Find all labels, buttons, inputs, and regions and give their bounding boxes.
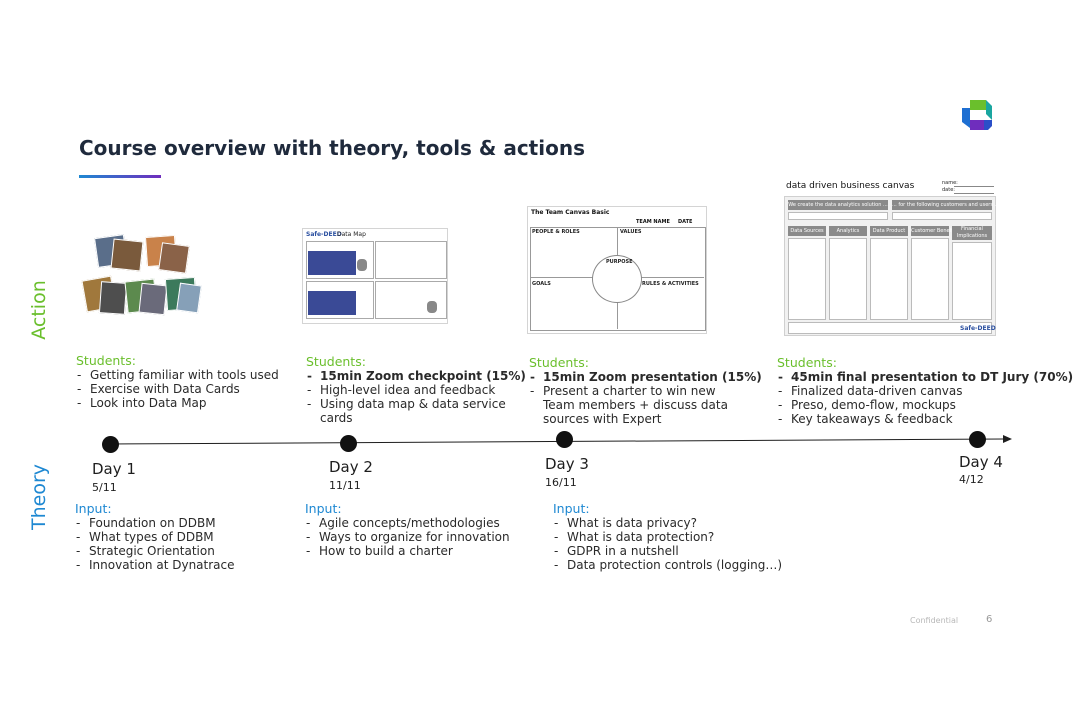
day2-action-item: Using data map & data service cards bbox=[306, 397, 510, 425]
day3-milestone-dot bbox=[556, 431, 573, 448]
day3-action-block: Students: 15min Zoom presentation (15%) … bbox=[529, 355, 762, 427]
team-canvas-people-roles: PEOPLE & ROLES bbox=[532, 229, 580, 235]
day1-action-item: Look into Data Map bbox=[76, 396, 279, 410]
day1-theory-block: Input: Foundation on DDBM What types of … bbox=[75, 501, 235, 573]
day1-date: 5/11 bbox=[92, 481, 117, 494]
day1-theory-item: Foundation on DDBM bbox=[75, 516, 235, 530]
day4-label: Day 4 bbox=[959, 453, 1003, 471]
day1-theory-item: What types of DDBM bbox=[75, 530, 235, 544]
day1-theory-item: Strategic Orientation bbox=[75, 544, 235, 558]
day4-milestone-dot bbox=[969, 431, 986, 448]
team-canvas-values: VALUES bbox=[620, 229, 642, 235]
business-canvas-brand: Safe-DEED bbox=[960, 325, 996, 332]
day3-theory-heading: Input: bbox=[553, 501, 590, 516]
day2-theory-heading: Input: bbox=[305, 501, 342, 516]
day4-date: 4/12 bbox=[959, 473, 984, 486]
timeline bbox=[109, 435, 1012, 445]
day1-milestone-dot bbox=[102, 436, 119, 453]
day4-action-heading: Students: bbox=[777, 355, 837, 370]
business-canvas-col-financial: Financial Implications bbox=[952, 226, 992, 240]
day3-theory-item: GDPR in a nutshell bbox=[553, 544, 782, 558]
day3-action-heading: Students: bbox=[529, 355, 589, 370]
business-canvas-banner-right: ... for the following customers and user… bbox=[892, 200, 1000, 210]
day2-action-heading: Students: bbox=[306, 354, 366, 369]
day1-label: Day 1 bbox=[92, 460, 136, 478]
day2-theory-block: Input: Agile concepts/methodologies Ways… bbox=[305, 501, 510, 559]
day1-action-heading: Students: bbox=[76, 353, 136, 368]
team-canvas-rules: RULES & ACTIVITIES bbox=[642, 281, 699, 287]
business-canvas-name-label: name: bbox=[942, 180, 958, 186]
day4-action-item: Preso, demo-flow, mockups bbox=[777, 398, 1073, 412]
day3-action-item: Present a charter to win new Team member… bbox=[529, 384, 728, 426]
day4-action-item: 45min final presentation to DT Jury (70%… bbox=[777, 370, 1073, 384]
day3-theory-item: What is data privacy? bbox=[553, 516, 782, 530]
data-map-title: Data Map bbox=[337, 231, 366, 238]
team-canvas-team-name: TEAM NAME bbox=[636, 219, 670, 225]
day2-action-item: High-level idea and feedback bbox=[306, 383, 526, 397]
day3-action-item: 15min Zoom presentation (15%) bbox=[529, 370, 762, 384]
page-number: 6 bbox=[986, 614, 993, 625]
business-canvas-date-label: date: bbox=[942, 187, 955, 193]
business-canvas-title: data driven business canvas bbox=[786, 181, 915, 191]
day4-action-item: Key takeaways & feedback bbox=[777, 412, 1073, 426]
day4-action-block: Students: 45min final presentation to DT… bbox=[777, 355, 1073, 427]
day2-action-block: Students: 15min Zoom checkpoint (15%) Hi… bbox=[306, 354, 526, 426]
day3-theory-block: Input: What is data privacy? What is dat… bbox=[553, 501, 782, 573]
day2-milestone-dot bbox=[340, 435, 357, 452]
day2-label: Day 2 bbox=[329, 458, 373, 476]
day3-label: Day 3 bbox=[545, 455, 589, 473]
day2-action-item: 15min Zoom checkpoint (15%) bbox=[306, 369, 526, 383]
day1-theory-item: Innovation at Dynatrace bbox=[75, 558, 235, 572]
day2-theory-item: Ways to organize for innovation bbox=[305, 530, 510, 544]
day2-theory-item: How to build a charter bbox=[305, 544, 510, 558]
data-map-brand: Safe-DEED bbox=[306, 231, 342, 238]
team-canvas-title: The Team Canvas Basic bbox=[531, 209, 610, 216]
business-canvas-col-data-product: Data Product bbox=[870, 226, 908, 236]
day2-date: 11/11 bbox=[329, 479, 361, 492]
business-canvas-col-analytics: Analytics bbox=[829, 226, 867, 236]
team-canvas-date: DATE bbox=[678, 219, 693, 225]
day1-action-item: Getting familiar with tools used bbox=[76, 368, 279, 382]
business-canvas-banner-left: We create the data analytics solution ..… bbox=[788, 200, 888, 210]
confidential-label: Confidential bbox=[910, 616, 959, 625]
team-canvas-goals: GOALS bbox=[532, 281, 551, 287]
day1-action-block: Students: Getting familiar with tools us… bbox=[76, 353, 279, 411]
day3-theory-item: Data protection controls (logging…) bbox=[553, 558, 782, 572]
day1-action-item: Exercise with Data Cards bbox=[76, 382, 279, 396]
team-canvas-thumbnail: The Team Canvas Basic TEAM NAME DATE PEO… bbox=[527, 206, 707, 334]
business-canvas-col-data-sources: Data Sources bbox=[788, 226, 826, 236]
day3-theory-item: What is data protection? bbox=[553, 530, 782, 544]
day3-date: 16/11 bbox=[545, 476, 577, 489]
dynatrace-logo-icon bbox=[962, 100, 992, 130]
day1-theory-heading: Input: bbox=[75, 501, 112, 516]
business-canvas-col-customer-benefit: Customer Benefit bbox=[911, 226, 955, 236]
day2-theory-item: Agile concepts/methodologies bbox=[305, 516, 510, 530]
page-title: Course overview with theory, tools & act… bbox=[79, 136, 585, 160]
title-underline bbox=[79, 175, 161, 178]
team-canvas-purpose: PURPOSE bbox=[606, 259, 633, 265]
day4-action-item: Finalized data-driven canvas bbox=[777, 384, 1073, 398]
data-map-thumbnail: Safe-DEED Data Map bbox=[302, 228, 448, 324]
business-canvas-thumbnail: data driven business canvas name: date: … bbox=[784, 178, 1000, 336]
